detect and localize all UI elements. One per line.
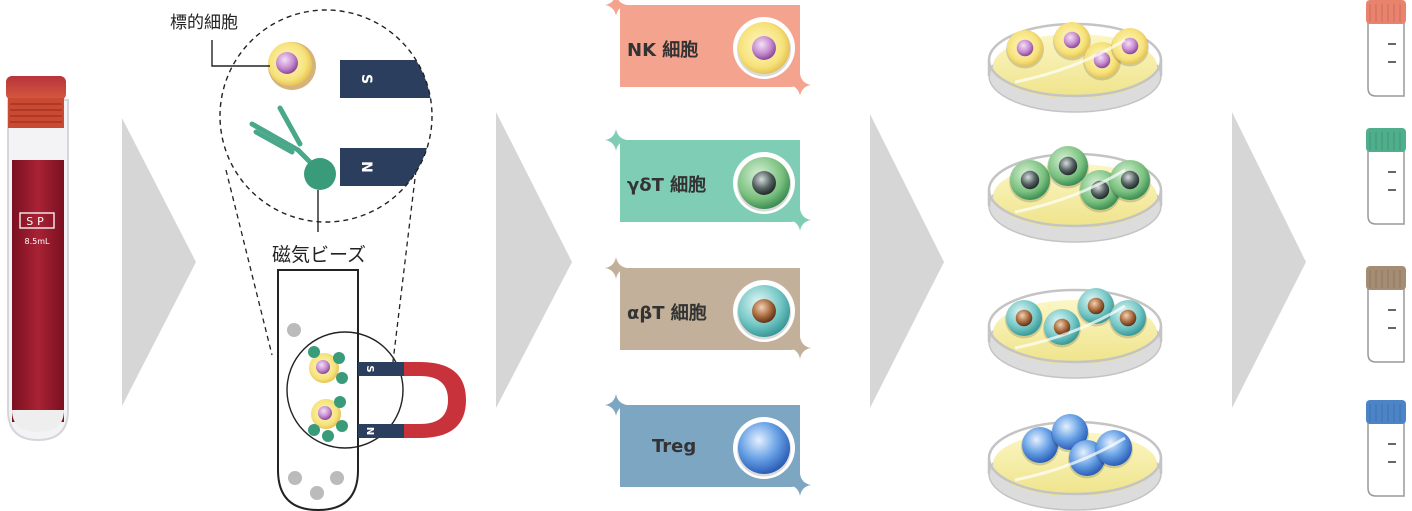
process-arrow-4	[1232, 112, 1306, 408]
vial-cap	[1366, 400, 1406, 424]
cultured-cell	[1005, 300, 1043, 339]
blood-tube-cap	[6, 76, 66, 100]
cell-type-label: γδT 細胞	[627, 175, 707, 196]
sparkle-icon	[789, 74, 811, 96]
cell-card	[605, 0, 811, 96]
magnetic-bead-label: 磁気ビーズ	[272, 244, 367, 266]
target-cell-label: 標的細胞	[170, 13, 238, 33]
cell-type-label: Treg	[652, 436, 697, 457]
cultured-cell	[1006, 30, 1044, 69]
sparkle-icon	[789, 337, 811, 359]
zoom-magnet-s	[340, 60, 432, 98]
cultured-cell	[1109, 160, 1151, 203]
cultured-cell	[1111, 28, 1149, 67]
process-arrow-3	[870, 114, 944, 408]
cell-card	[605, 129, 811, 231]
zoom-magnet-n	[340, 148, 432, 186]
storage-vial	[1366, 128, 1406, 225]
target-cell	[268, 42, 316, 90]
vial-cap	[1366, 128, 1406, 152]
zoom-circle	[219, 9, 433, 223]
storage-vial	[1366, 266, 1406, 363]
cell-icon	[737, 157, 791, 212]
cultured-cell	[1083, 42, 1121, 81]
cell-card	[605, 257, 811, 359]
process-arrow-2	[496, 112, 572, 408]
culture-dish	[987, 288, 1163, 379]
sparkle-icon	[605, 257, 627, 279]
horseshoe-magnet: S N	[358, 362, 466, 438]
sparkle-icon	[605, 394, 627, 416]
cell-card	[605, 394, 811, 496]
culture-dish	[987, 22, 1163, 113]
captured-cell-2	[308, 396, 348, 442]
process-arrow-1	[122, 118, 196, 406]
sparkle-icon	[789, 474, 811, 496]
sparkle-icon	[605, 129, 627, 151]
storage-vials	[1366, 0, 1406, 497]
cell-icon	[737, 22, 791, 77]
blood-tube-sp-label: SP	[26, 215, 48, 228]
culture-dish	[987, 414, 1163, 511]
cultured-cell	[1021, 427, 1059, 466]
cell-icon	[737, 422, 791, 477]
culture-dish	[987, 146, 1163, 243]
zoom-magnet-s-label: S	[358, 74, 374, 84]
cultured-cell	[1047, 146, 1089, 189]
antibody-icon	[249, 105, 317, 169]
magnetic-bead	[304, 158, 336, 190]
cultured-cell	[1009, 160, 1051, 203]
blood-collection-tube: SP 8.5mL	[6, 76, 69, 442]
horseshoe-magnet-n-label: N	[364, 427, 375, 435]
horseshoe-magnet-s-label: S	[364, 365, 375, 372]
sparkle-icon	[605, 0, 627, 16]
storage-vial	[1366, 400, 1406, 497]
vial-cap	[1366, 266, 1406, 290]
blood-tube-volume: 8.5mL	[25, 237, 51, 246]
zoom-magnet-n-label: N	[358, 161, 374, 173]
cell-type-label: αβT 細胞	[627, 303, 707, 324]
culture-dishes	[987, 22, 1163, 511]
vial-cap	[1366, 0, 1406, 24]
storage-vial	[1366, 0, 1406, 97]
magnetic-separation-diagram: S N	[211, 9, 466, 511]
sparkle-icon	[789, 209, 811, 231]
cultured-cell	[1053, 22, 1091, 61]
cell-type-label: NK 細胞	[627, 40, 699, 61]
captured-cell-1	[308, 346, 348, 384]
cultured-cell	[1077, 288, 1115, 327]
cell-icon	[737, 285, 791, 340]
cell-type-cards	[605, 0, 811, 496]
